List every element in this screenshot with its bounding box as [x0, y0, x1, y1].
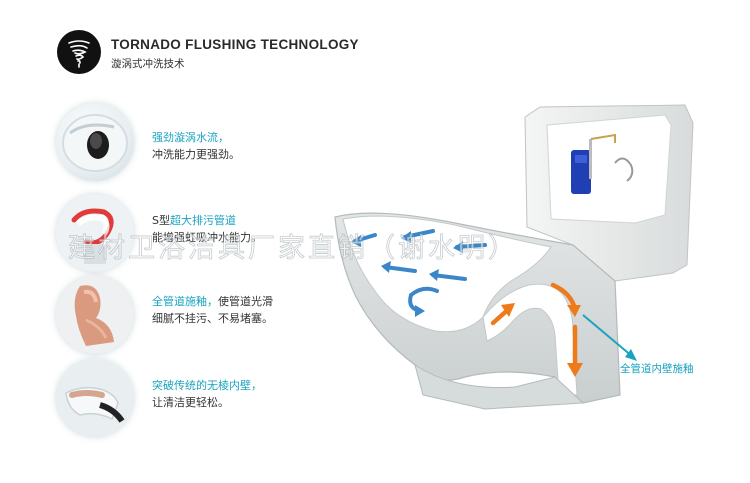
feature-2-highlight: 超大排污管道 — [169, 214, 236, 227]
feature-2-prefix: S型 — [152, 214, 170, 227]
feature-3-text: 全管道施釉，使管道光滑 细腻不挂污、不易堵塞。 — [152, 293, 273, 327]
feature-3-line2: 细腻不挂污、不易堵塞。 — [152, 312, 273, 325]
feature-4-highlight: 突破传统的无棱内壁， — [152, 379, 262, 392]
feature-3-line1-rest: 使管道光滑 — [218, 295, 273, 308]
header-title: TORNADO FLUSHING TECHNOLOGY — [111, 37, 359, 52]
feature-4-text: 突破传统的无棱内壁， 让清洁更轻松。 — [152, 377, 262, 411]
watermark-text: 建材卫浴洁具厂家直销（谢水明） — [68, 233, 518, 265]
toilet-bowl-rim-icon — [55, 102, 135, 182]
toilet-cutaway-diagram — [315, 95, 710, 415]
pipe-glaze-label: 全管道内壁施釉 — [620, 363, 694, 375]
feature-3-highlight: 全管道施釉， — [152, 295, 218, 308]
feature-1-line2: 冲洗能力更强劲。 — [152, 148, 240, 161]
feature-4-line2: 让清洁更轻松。 — [152, 396, 229, 409]
glazed-pipe-icon — [55, 275, 135, 355]
feature-2-text: S型超大排污管道 能增强虹吸冲水能力。 — [152, 212, 262, 246]
header-subtitle: 漩涡式冲洗技术 — [111, 58, 185, 70]
tornado-logo-icon — [57, 30, 101, 74]
feature-1-text: 强劲漩涡水流， 冲洗能力更强劲。 — [152, 129, 240, 163]
s-trap-pipe-icon — [55, 193, 135, 273]
hand-wiping-icon — [55, 358, 135, 438]
feature-2-line2: 能增强虹吸冲水能力。 — [152, 231, 262, 244]
feature-1-highlight: 强劲漩涡水流， — [152, 131, 229, 144]
